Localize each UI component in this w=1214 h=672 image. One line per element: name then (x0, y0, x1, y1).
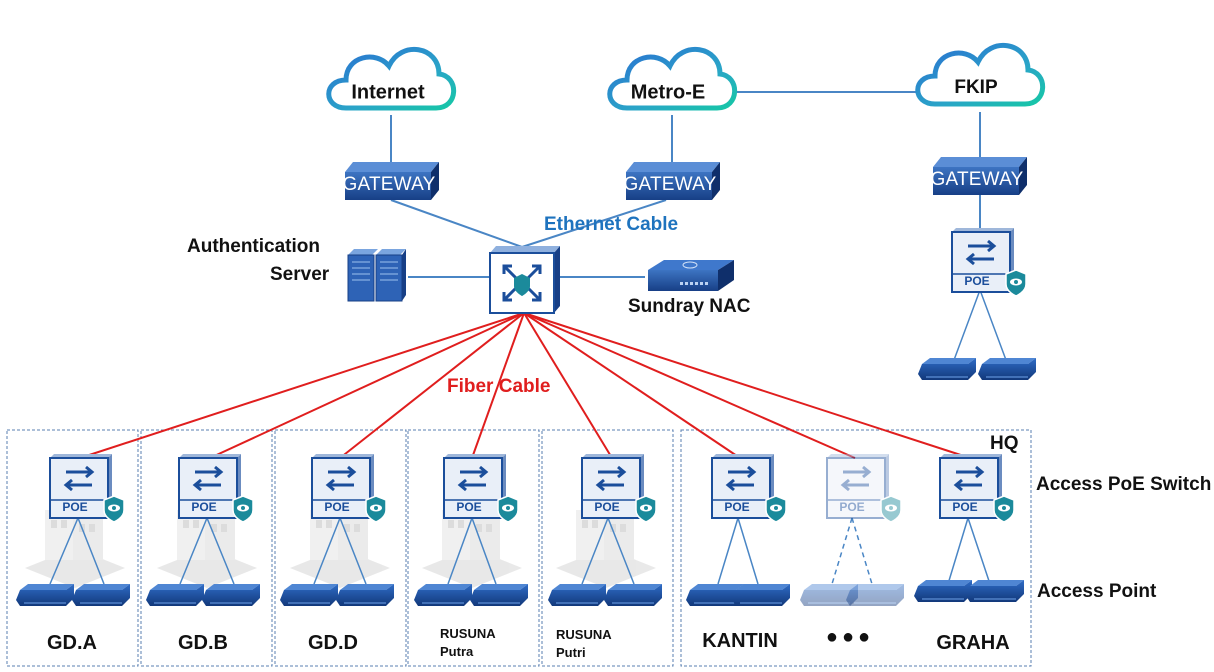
building-name-graha: GRAHA (936, 632, 1010, 654)
access-point-icon (335, 583, 395, 607)
building-name-rusuna-putra: RUSUNA Putra (440, 625, 496, 661)
access-point-icon (71, 583, 131, 607)
fiber-link (209, 312, 525, 459)
gateway-fkip-label: GATEWAY (930, 169, 1024, 190)
fiber-cable-label: Fiber Cable (447, 376, 551, 397)
access-point-icon (413, 583, 473, 607)
poe-text: POE (594, 500, 620, 514)
link-gateway-core-left (390, 199, 523, 248)
building-box-gd-b (140, 429, 273, 667)
access-point-icon (965, 579, 1025, 603)
poe-text: POE (964, 274, 990, 288)
auth-server-label-line1: Authentication (187, 236, 320, 257)
fiber-link (523, 312, 971, 459)
access-point-label: Access Point (1037, 581, 1157, 602)
building-name-rusuna-putri: RUSUNA Putri (556, 626, 612, 662)
access-point-icon (917, 357, 977, 381)
building-name-gd-b: GD.B (178, 632, 228, 654)
poe-text: POE (456, 500, 482, 514)
access-point-icon (731, 583, 791, 607)
link-gateway-core-right (521, 199, 667, 248)
poe-text: POE (839, 500, 865, 514)
ethernet-links (390, 91, 981, 278)
fiber-link (523, 312, 613, 459)
gateway-internet-label: GATEWAY (342, 174, 436, 195)
building-name-gd-a: GD.A (47, 632, 97, 654)
access-point-icon (845, 583, 905, 607)
fiber-links (79, 312, 971, 459)
access-point-icon (145, 583, 205, 607)
poe-text: POE (324, 500, 350, 514)
poe-text: POE (952, 500, 978, 514)
cloud-fkip-label: FKIP (954, 77, 998, 98)
fiber-link (471, 312, 525, 459)
building-name-gd-d: GD.D (308, 632, 358, 654)
building-name-line2: Putri (556, 645, 586, 660)
building-box-rusuna-putra (407, 429, 540, 667)
building-name-line1: RUSUNA (440, 626, 496, 641)
building-name-kantin: KANTIN (702, 630, 778, 652)
ethernet-cable-label: Ethernet Cable (544, 214, 679, 235)
access-poe-switch-label: Access PoE Switch (1036, 474, 1212, 495)
fiber-link (339, 312, 525, 459)
building-box-rusuna-putri (541, 429, 674, 667)
authentication-server-icon (347, 249, 406, 302)
nac-appliance-icon (648, 260, 734, 291)
building-box-hq (680, 429, 1032, 667)
access-point-icon (977, 357, 1037, 381)
auth-server-label-line2: Server (270, 264, 330, 285)
poe-text: POE (191, 500, 217, 514)
fiber-link (523, 312, 741, 459)
access-point-icon (913, 579, 973, 603)
building-box-gd-d (274, 429, 407, 667)
building-box-gd-a (6, 429, 139, 667)
hq-label: HQ (990, 433, 1019, 454)
access-point-icon (603, 583, 663, 607)
switch-ap-links (49, 289, 1007, 585)
cloud-metro-label: Metro-E (630, 81, 706, 104)
core-switch-icon (489, 246, 560, 314)
building-name-line1: RUSUNA (556, 627, 612, 642)
access-point-icon (547, 583, 607, 607)
poe-text: POE (62, 500, 88, 514)
nac-label: Sundray NAC (628, 296, 751, 317)
access-point-icon (15, 583, 75, 607)
fiber-link (523, 312, 856, 459)
access-point-icon (201, 583, 261, 607)
building-box-group (6, 429, 1032, 667)
access-point-icon (279, 583, 339, 607)
fiber-link (79, 312, 525, 459)
building-name-more: ●●● (825, 626, 875, 648)
poe-text: POE (724, 500, 750, 514)
gateway-metro-label: GATEWAY (623, 174, 717, 195)
cloud-internet-label: Internet (351, 81, 425, 104)
access-point-icon (469, 583, 529, 607)
building-name-line2: Putra (440, 644, 474, 659)
